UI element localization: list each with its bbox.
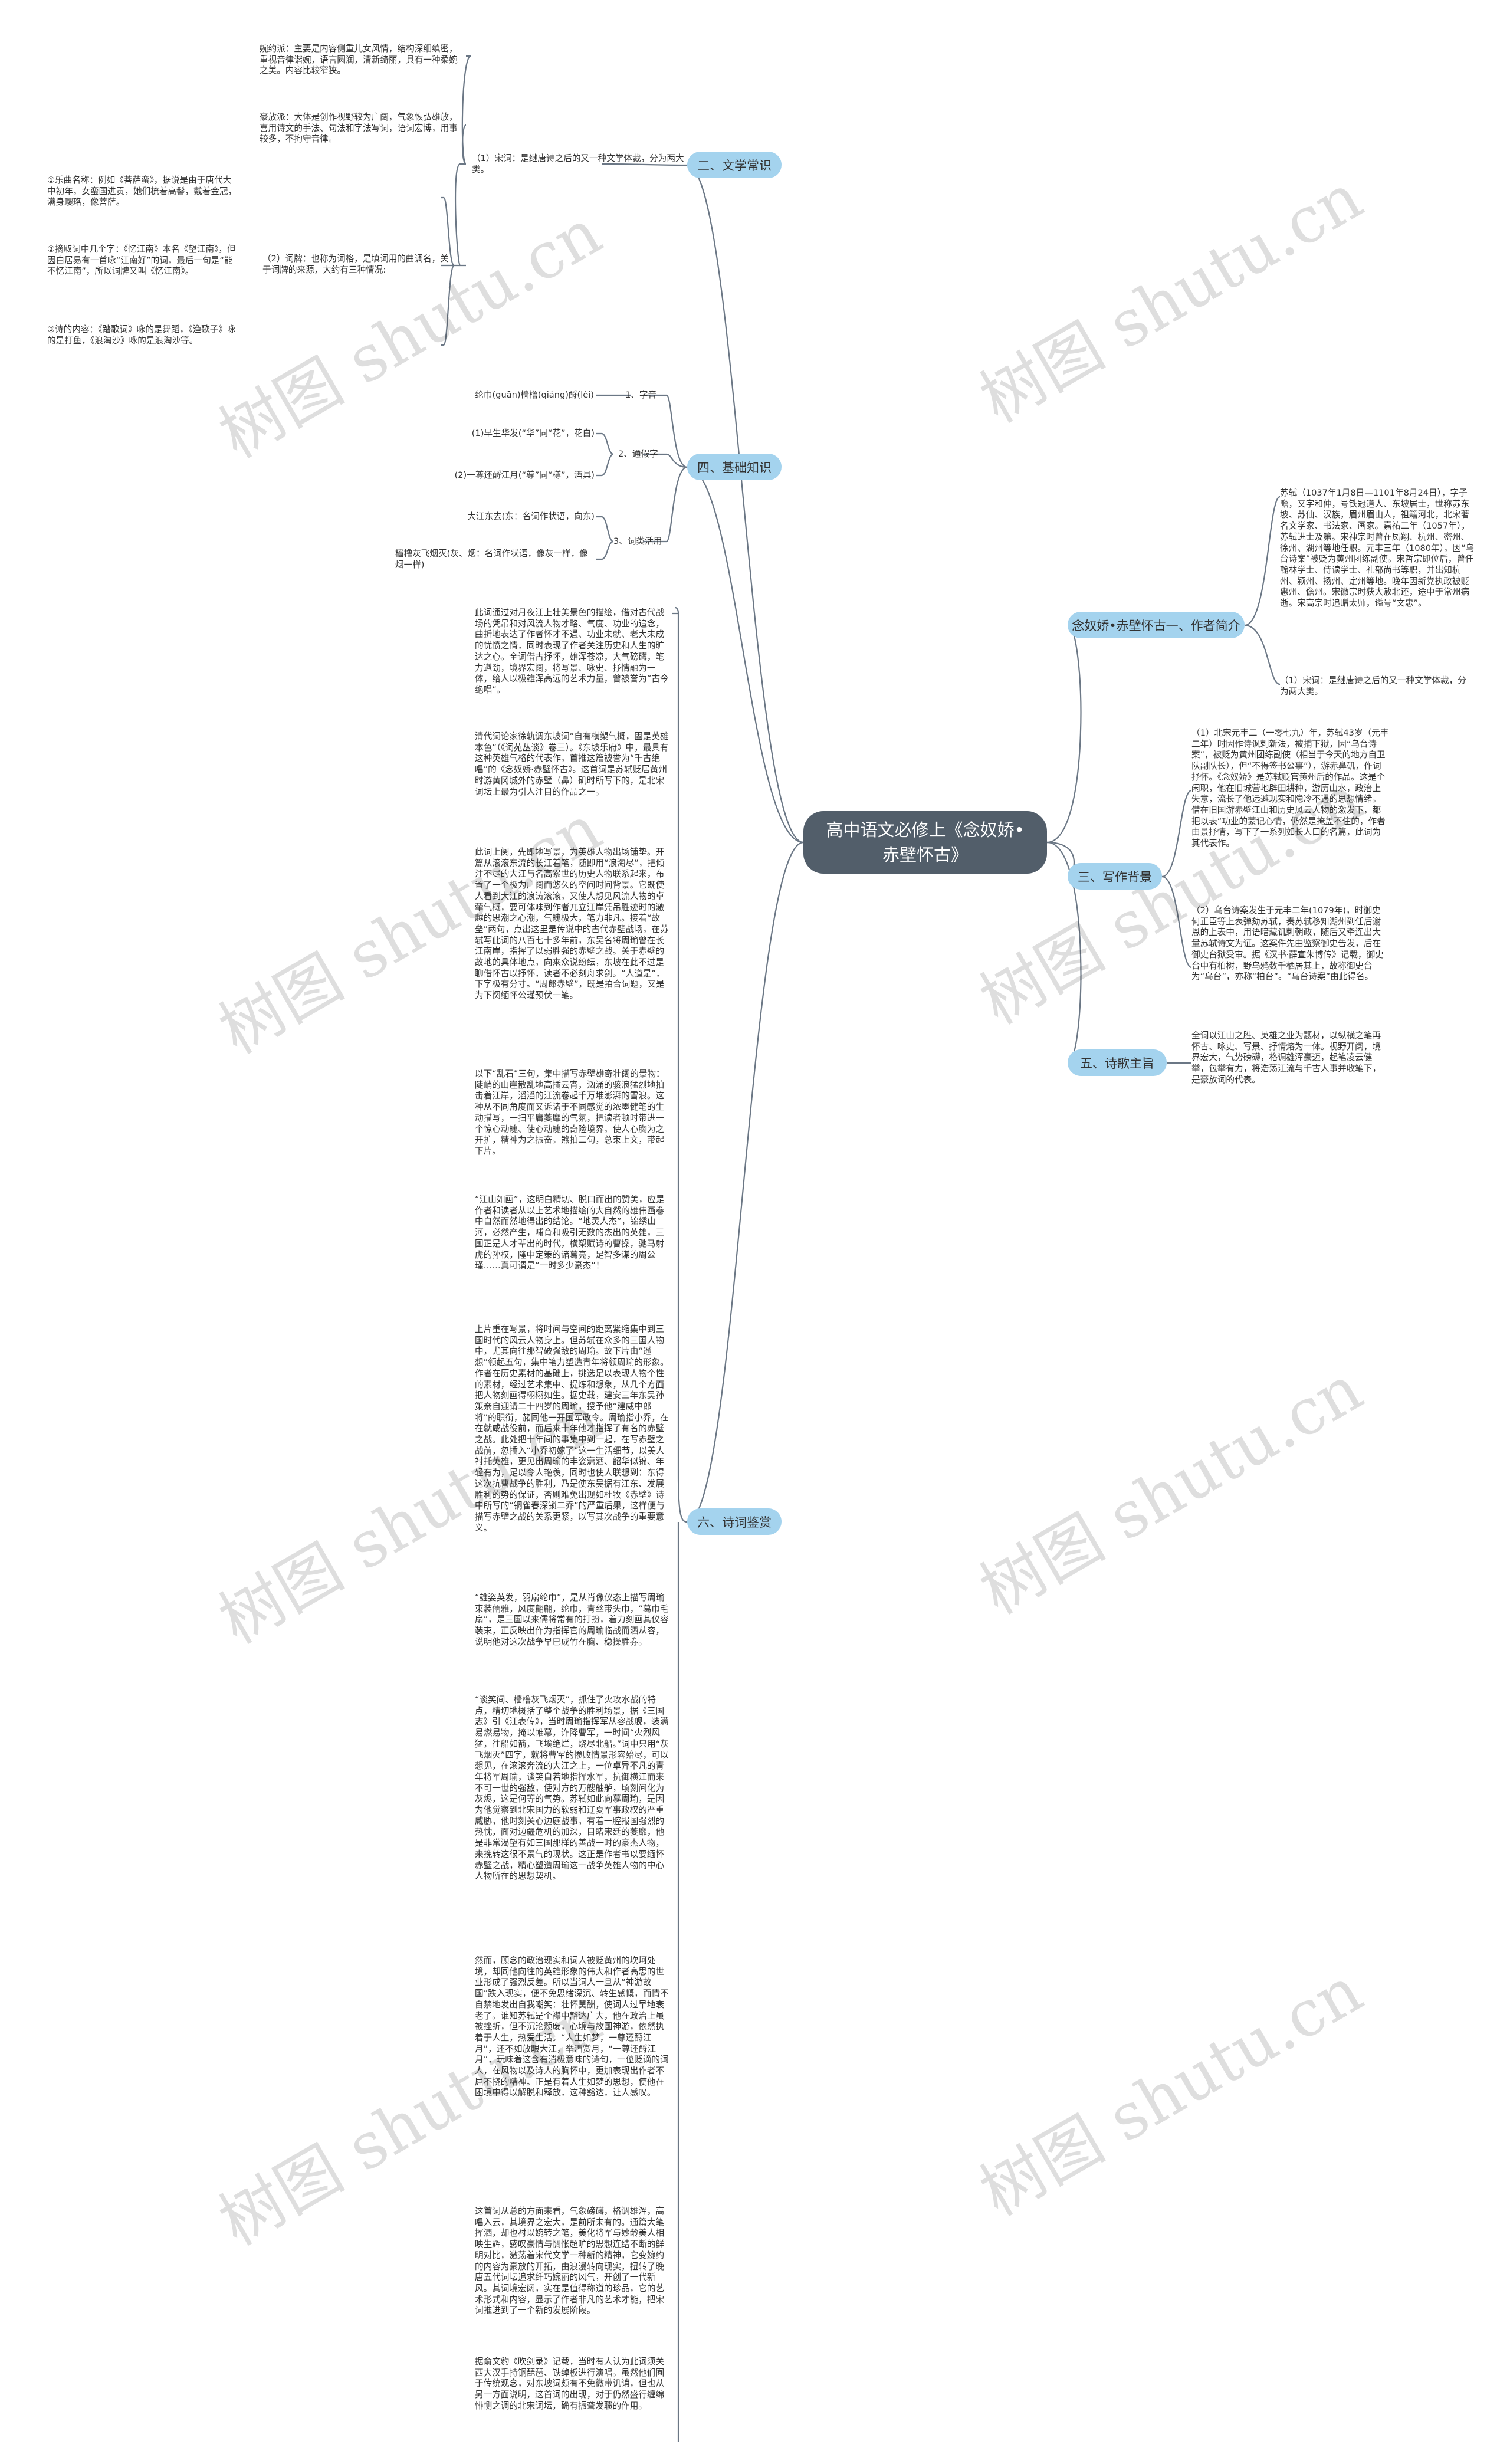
- appreciation-paragraph: “雄姿英发，羽扇纶巾”，是从肖像仪态上描写周瑜束装儒雅，风度翩翩，纶巾，青丝带头…: [475, 1593, 669, 1647]
- appreciation-paragraph: 以下“乱石”三句，集中描写赤壁雄奇壮阔的景物：陡峭的山崖散乱地高插云宵，汹涌的骇…: [475, 1069, 665, 1156]
- link-root-literature: [687, 164, 804, 844]
- appreciation-paragraph: 此词上阕，先即地写景，为英雄人物出场铺垫。开篇从滚滚东流的长江着笔，随即用“浪淘…: [475, 847, 669, 1001]
- basics-item: 纶巾(guān)樯橹(qiáng)酹(lèi): [475, 390, 594, 400]
- literature-cipai: （2）词牌：也称为词格，是填词用的曲调名，关于词牌的来源，大约有三种情况:: [262, 254, 449, 275]
- background-p1: （1）北宋元丰二（一零七九）年，苏轼43岁（元丰二年）时因作诗讽刺新法，被捕下狱…: [1191, 728, 1389, 849]
- cipai-item: ②摘取词中几个字：《忆江南》本名《望江南》，但因白居易有一首咏“江南好”的词，最…: [47, 244, 236, 277]
- author-songci: （1）宋词：是继唐诗之后的又一种文学体裁，分为两大类。: [1280, 675, 1466, 697]
- cipai-item: ③诗的内容：《踏歌词》咏的是舞蹈，《渔歌子》咏的是打鱼，《浪淘沙》咏的是浪淘沙等…: [47, 324, 236, 346]
- basics-group-label: 1、字音: [625, 390, 657, 400]
- basics-item: 大江东去(东：名词作状语，向东): [467, 511, 595, 521]
- branch-author[interactable]: 念奴娇•赤壁怀古一、作者简介: [1068, 612, 1245, 638]
- literature-songci: （1）宋词：是继唐诗之后的又一种文学体裁，分为两大类。: [472, 153, 684, 175]
- branch-background[interactable]: 三、写作背景: [1068, 863, 1162, 890]
- appreciation-paragraph: “谈笑间、樯橹灰飞烟灭”，抓住了火攻水战的特点，精切地概括了整个战争的胜利场景，…: [475, 1695, 669, 1882]
- basics-item: (2)一尊还酹江月(“尊”同“樽”，酒具): [454, 470, 595, 480]
- branch-theme[interactable]: 五、诗歌主旨: [1068, 1049, 1167, 1076]
- root-title-line1: 高中语文必修上《念奴娇•: [826, 820, 1025, 840]
- background-p2: （2）乌台诗案发生于元丰二年(1079年)，时御史何正臣等上表弹劾苏轼，奏苏轼移…: [1191, 905, 1384, 982]
- appreciation-paragraph: 清代词论家徐轨调东坡词“自有横槊气概，固是英雄本色”（《词苑丛谈》卷三）。《东坡…: [475, 731, 669, 797]
- appreciation-paragraph: 此词通过对月夜江上壮美景色的描绘，借对古代战场的凭吊和对风流人物才略、气度、功业…: [475, 608, 669, 695]
- basics-item: 樯橹灰飞烟灭(灰、烟：名词作状语，像灰一样，像烟一样): [395, 549, 588, 570]
- branch-appreciation[interactable]: 六、诗词鉴赏: [687, 1508, 782, 1535]
- appreciation-paragraph: 上片重在写景，将时间与空间的距离紧缩集中到三国时代的风云人物身上。但苏轼在众多的…: [475, 1324, 669, 1533]
- root-title-line2: 赤壁怀古》: [882, 845, 968, 865]
- literature-haofang: 豪放派：大体是创作视野较为广阔，气象恢弘雄放，喜用诗文的手法、句法和字法写词，语…: [260, 112, 458, 145]
- appreciation-paragraph: 然而，顾念的政治现实和词人被贬黄州的坎坷处境，却同他向往的英雄形象的伟大和作者高…: [475, 1956, 669, 2098]
- basics-item: (1)早生华发(“华”同“花”，花白): [471, 428, 595, 438]
- literature-wanyue: 婉约派：主要是内容侧重儿女风情，结构深细缜密，重视音律谐婉，语言圆润，清新绮丽，…: [260, 44, 458, 76]
- theme-text: 全词以江山之胜、英雄之业为题材，以纵横之笔再怀古、咏史、写景、抒情熔为一体。视野…: [1191, 1031, 1381, 1085]
- basics-group-label: 3、词类活用: [613, 536, 662, 546]
- author-bio: 苏轼（1037年1月8日—1101年8月24日），字子瞻，又字和仲，号铁冠道人、…: [1280, 488, 1475, 609]
- branch-literature[interactable]: 二、文学常识: [687, 152, 782, 178]
- appreciation-paragraph: 这首词从总的方面来看，气象磅礴，格调雄浑，高唱入云，其境界之宏大，是前所未有的。…: [475, 2206, 665, 2316]
- root-node[interactable]: 高中语文必修上《念奴娇• 赤壁怀古》: [803, 811, 1047, 874]
- appreciation-paragraph: 据俞文豹《吹剑录》记载，当时有人认为此词须关西大汉手持铜琵琶、铁绰板进行演唱。虽…: [475, 2357, 665, 2411]
- appreciation-paragraph: “江山如画”，这明白精切、脱口而出的赞美，应是作者和读者从以上艺术地描绘的大自然…: [475, 1195, 665, 1271]
- branch-basics[interactable]: 四、基础知识: [687, 454, 782, 480]
- cipai-item: ①乐曲名称：例如《菩萨蛮》，据说是由于唐代大中初年，女蛮国进贡，她们梳着高髻，戴…: [47, 175, 237, 208]
- basics-group-label: 2、通假字: [618, 449, 658, 459]
